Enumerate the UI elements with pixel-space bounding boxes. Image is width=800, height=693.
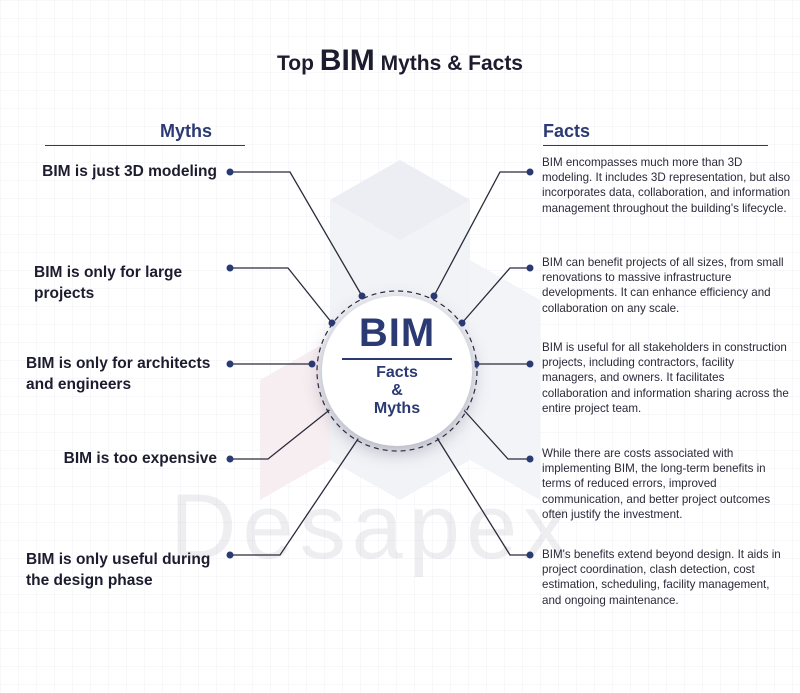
ring-dot-1 [358,292,366,300]
title-emphasis: BIM [319,44,375,77]
myth-item-1: BIM is just 3D modeling [42,163,217,180]
facts-header: Facts [543,121,591,141]
connector-myth-5 [230,432,363,556]
dot-myth-2 [226,264,234,272]
center-title: BIM [358,311,436,355]
center-line-1: Facts [376,364,418,381]
center-line-2: & [391,382,403,399]
fact-item-2: BIM can benefit projects of all sizes, f… [542,256,784,315]
connector-myth-2 [230,267,333,324]
page-title: Top BIM Myths & Facts [0,44,800,78]
title-suffix: Myths & Facts [380,52,523,75]
ring-dot-4 [458,319,466,327]
watermark: Desapex [170,476,576,578]
myth-item-2: BIM is only for large projects [34,264,183,302]
dot-fact-5 [526,551,534,559]
myth-item-4: BIM is too expensive [63,450,217,467]
dashed-ring [316,290,478,452]
connector-fact-5 [433,432,530,556]
dot-myth-5 [226,551,234,559]
connector-fact-2 [461,267,530,324]
ring-dot-6 [472,360,480,368]
fact-item-5: BIM's benefits extend beyond design. It … [542,548,781,607]
title-prefix: Top [277,52,314,75]
fact-item-1: BIM encompasses much more than 3D modeli… [542,156,791,215]
fact-item-3: BIM is useful for all stakeholders in co… [542,341,789,415]
dot-fact-4 [526,455,534,463]
center-rule [342,358,452,360]
dot-fact-3 [526,360,534,368]
facts-header-rule [543,145,768,146]
connector-myth-1 [230,171,363,297]
ring-dot-5 [308,360,316,368]
dot-myth-3 [226,360,234,368]
ring-dot-3 [328,319,336,327]
ring-dot-2 [430,292,438,300]
center-line-3: Myths [373,400,421,417]
dot-fact-2 [526,264,534,272]
connector-myth-4 [230,407,333,460]
myths-header-rule [45,145,245,146]
dot-myth-1 [226,168,234,176]
myth-item-5: BIM is only useful during the design pha… [26,551,211,589]
fact-item-4: While there are costs associated with im… [542,447,771,521]
dot-fact-1 [526,168,534,176]
connector-fact-1 [433,171,530,297]
myths-header: Myths [160,121,213,141]
myth-item-3: BIM is only for architects and engineers [26,355,211,393]
center-badge: BIM Facts & Myths [322,296,472,446]
dot-myth-4 [226,455,234,463]
connector-fact-4 [461,407,530,460]
